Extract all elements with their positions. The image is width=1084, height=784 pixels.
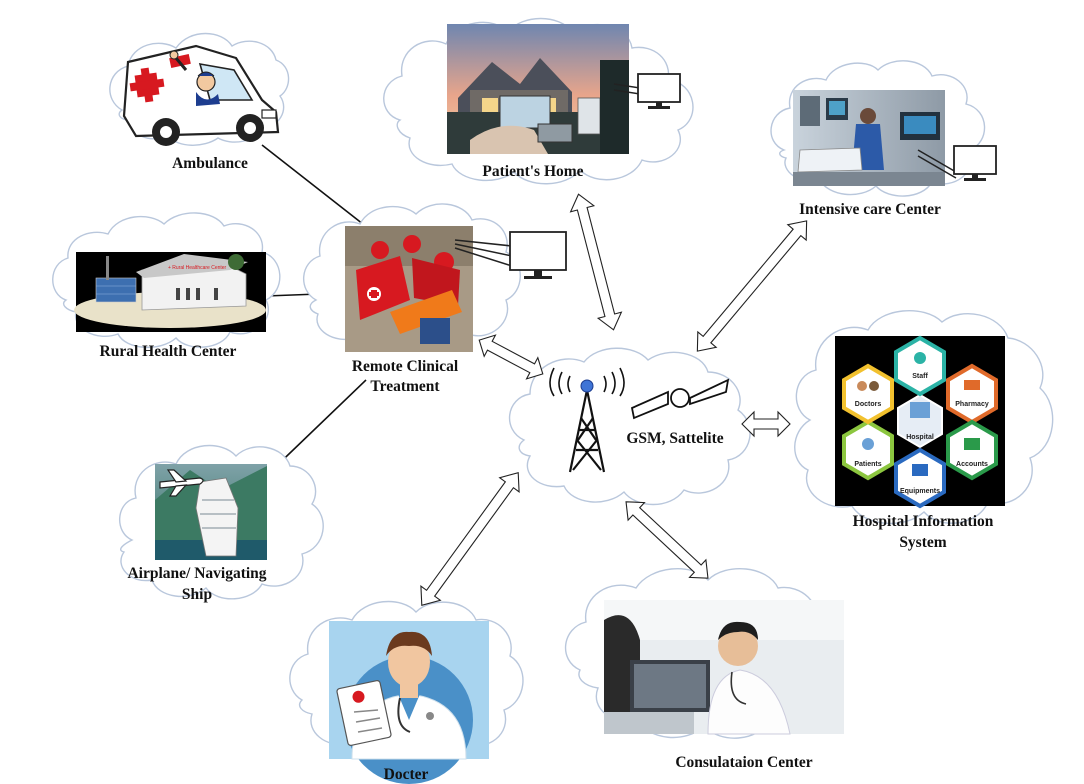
remote-clinical-photo — [345, 226, 473, 352]
arrow-icu-gsm — [696, 220, 808, 352]
docter-illustration — [329, 621, 489, 784]
rural-center-sign: + Rural Healthcare Center — [168, 265, 227, 271]
arrow-home-gsm — [569, 193, 623, 331]
airplane-icon — [159, 469, 204, 497]
label-consultation: Consulataion Center — [675, 754, 812, 771]
arrow-gsm-his — [741, 410, 791, 438]
icu-photo — [793, 90, 945, 186]
line-ambulance-remote — [261, 144, 369, 229]
ambulance-illustration — [122, 44, 280, 146]
his-center-label: Hospital — [906, 434, 934, 441]
label-ambulance: Ambulance — [172, 155, 248, 172]
patients-home-photo — [447, 24, 629, 154]
his-item-patients: Patients — [854, 461, 881, 468]
his-item-doctors: Doctors — [855, 401, 882, 408]
label-airplane-line2: Ship — [182, 586, 212, 603]
arrow-gsm-consultation — [625, 501, 709, 579]
consultation-photo — [604, 600, 844, 735]
arrow-remote-gsm — [478, 334, 544, 380]
double-arrows — [420, 193, 808, 607]
label-airplane-line1: Airplane/ Navigating — [127, 565, 266, 582]
monitor-icon — [917, 145, 997, 181]
cloud-gsm — [508, 347, 751, 506]
label-gsm: GSM, Sattelite — [626, 430, 723, 447]
his-item-pharmacy: Pharmacy — [955, 401, 989, 408]
label-his-line2: System — [899, 534, 946, 551]
label-rural-health: Rural Health Center — [100, 343, 237, 360]
tower-icon — [549, 367, 625, 473]
label-remote-clinical-line2: Treatment — [370, 378, 440, 395]
his-item-staff: Staff — [912, 373, 928, 380]
his-item-equipments: Equipments — [900, 488, 940, 495]
satellite-icon — [630, 378, 730, 420]
label-remote-clinical-line1: Remote Clinical — [352, 358, 459, 375]
monitor-icon — [613, 73, 681, 109]
his-item-accounts: Accounts — [956, 461, 988, 468]
tower-antenna-icon — [580, 379, 594, 393]
label-his-line1: Hospital Information — [853, 513, 994, 530]
monitor-icon — [454, 231, 567, 279]
airplane-ship-photo — [155, 464, 267, 560]
label-intensive-care: Intensive care Center — [799, 201, 941, 218]
his-wheel: Hospital Staff Pharmacy Accounts Equipme… — [835, 335, 1005, 509]
label-docter: Docter — [384, 766, 429, 783]
arrow-gsm-docter — [420, 471, 520, 607]
label-patients-home: Patient's Home — [482, 163, 583, 180]
rural-health-photo: + Rural Healthcare Center — [74, 252, 266, 332]
